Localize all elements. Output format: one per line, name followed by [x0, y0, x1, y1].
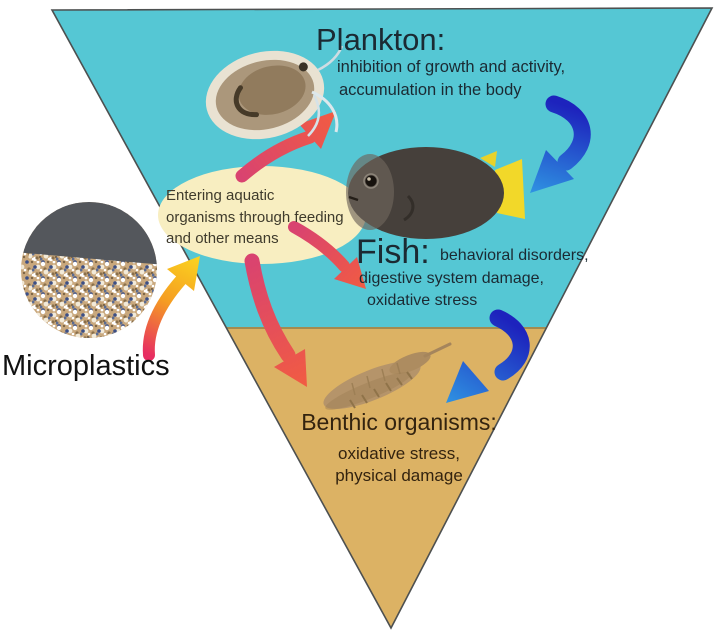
benthic-crustacean-image — [323, 342, 452, 410]
plankton-effect-line: inhibition of growth and activity, — [337, 58, 566, 76]
benthic-effect-line: physical damage — [335, 466, 463, 485]
feeding-ellipse-text: Entering aquatic organisms through feedi… — [166, 185, 344, 250]
ellipse-text-line: and other means — [166, 230, 279, 247]
sediment-zone — [226, 328, 546, 628]
microplastics-photo — [21, 202, 157, 338]
fish-heading: Fish: — [356, 233, 430, 271]
ellipse-text-line: Entering aquatic — [166, 187, 275, 204]
benthic-heading: Benthic organisms: — [301, 409, 497, 435]
red-arrow-to-fish-icon — [288, 221, 366, 289]
daphnia-image — [205, 45, 344, 140]
angelfish-image — [346, 147, 525, 239]
microplastics-label: Microplastics — [2, 350, 170, 382]
red-arrow-to-plankton-icon — [235, 111, 336, 183]
red-arrow-to-benthic-icon — [244, 253, 307, 387]
triangle-outline — [50, 7, 714, 630]
blue-arrow-fish-to-benthic-icon — [446, 309, 530, 403]
benthic-effect-line: oxidative stress, — [338, 444, 460, 463]
fish-effect-line: digestive system damage, — [359, 270, 544, 287]
orange-arrow-microplastics-to-ellipse-icon — [142, 256, 200, 361]
plankton-heading: Plankton: — [316, 22, 446, 57]
fish-effect-line: behavioral disorders, — [440, 247, 589, 264]
plankton-effect-line: accumulation in the body — [339, 81, 522, 99]
ellipse-text-line: organisms through feeding — [166, 208, 344, 226]
fish-effect-line: oxidative stress — [367, 292, 478, 309]
blue-arrow-plankton-to-fish-icon — [530, 95, 591, 193]
